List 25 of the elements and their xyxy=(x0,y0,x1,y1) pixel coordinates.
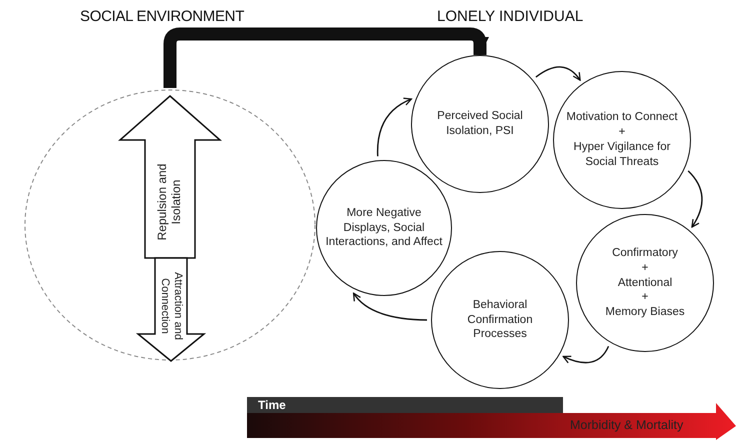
stage-text: Perceived Social Isolation, PSI xyxy=(436,109,524,139)
section-heading: SOCIAL ENVIRONMENT xyxy=(80,8,244,25)
cycle-arrow xyxy=(536,66,581,81)
stage-text: More Negative Displays, Social Interactions, and Affect xyxy=(325,206,443,250)
section-heading: LONELY INDIVIDUAL xyxy=(437,8,584,25)
axis-label: Time xyxy=(258,398,286,412)
block-arrow xyxy=(120,96,220,258)
stage-text: Behavioral Confirmation Processes xyxy=(466,298,534,342)
arrow-text: Repulsion and Isolation xyxy=(154,162,184,242)
stage-text: Memory Biases xyxy=(605,305,685,320)
stage-text: Attentional xyxy=(618,276,672,290)
axis-label: Morbidity & Mortality xyxy=(570,418,684,432)
arrow-text: Attraction and Connection xyxy=(158,271,185,342)
stage-text: Hyper Vigilance for Social Threats xyxy=(572,140,672,170)
cycle-arrow xyxy=(688,170,703,228)
cycle-arrow xyxy=(376,98,412,156)
block-arrow xyxy=(138,258,204,361)
thick-arrow xyxy=(164,28,489,88)
cycle-arrow xyxy=(352,292,428,321)
stage-text: + xyxy=(642,290,648,306)
cycle-arrow xyxy=(562,346,610,364)
stage-text: + xyxy=(642,260,648,276)
stage-text: + xyxy=(618,125,626,140)
stage-text: Motivation to Connect xyxy=(566,110,678,126)
stage-text: Confirmatory xyxy=(612,246,678,261)
